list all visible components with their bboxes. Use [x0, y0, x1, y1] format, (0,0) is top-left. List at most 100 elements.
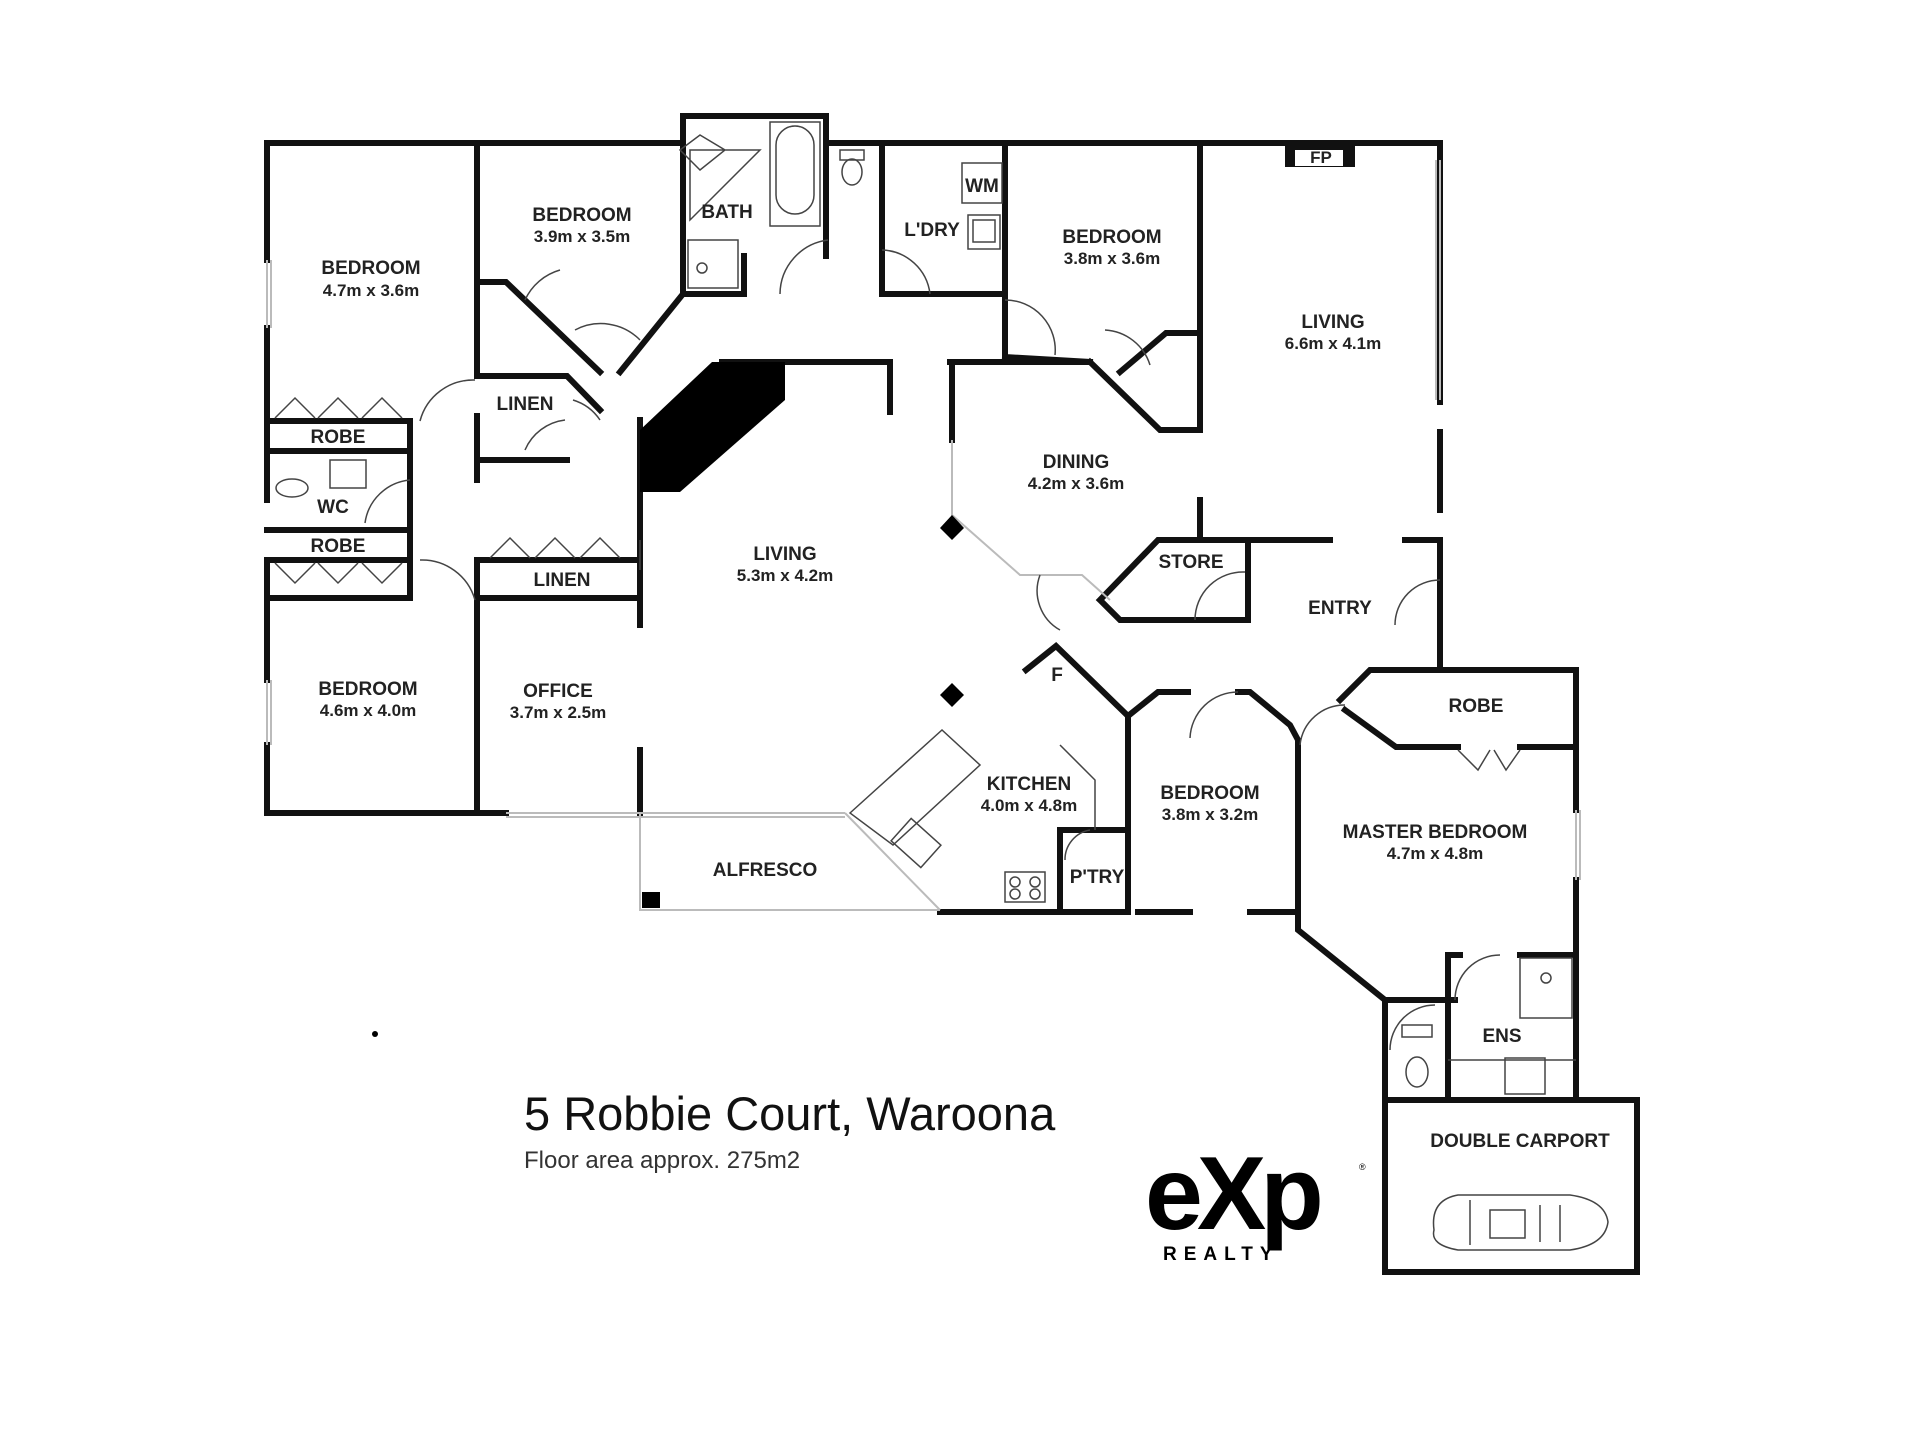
bathtub-frame: [769, 121, 821, 227]
room-label-wc: WC: [317, 497, 349, 518]
washing-machine: [961, 162, 1003, 204]
room-dims-bedroom-sw: 4.6m x 4.0m: [320, 701, 416, 720]
room-label-ensuite: ENS: [1482, 1026, 1521, 1047]
room-label-entry: ENTRY: [1308, 598, 1372, 619]
burner-2: [1029, 876, 1041, 888]
alfresco-post: [642, 892, 660, 908]
door-ensuite-wc: [1389, 1004, 1436, 1051]
toilet-bowl-laundry: [841, 158, 863, 186]
room-label-bedroom-sw: BEDROOM: [318, 679, 417, 700]
room-dims-kitchen: 4.0m x 4.8m: [981, 796, 1077, 815]
basin-bath: [696, 262, 708, 274]
door-bed-n: [524, 269, 561, 301]
room-dims-living-c: 5.3m x 4.2m: [737, 566, 833, 585]
wall-pantry: [1057, 827, 1131, 915]
window-dining-west: [951, 440, 1111, 601]
room-label-office: OFFICE: [523, 681, 593, 702]
toilet-laundry: [839, 149, 865, 161]
door-bed-s: [1189, 691, 1239, 739]
door-bed-nw: [419, 379, 476, 422]
kitchen-bench-east: [1059, 744, 1096, 830]
wall-bath-box: [680, 113, 829, 297]
door-pantry: [1064, 829, 1091, 861]
door-master: [1299, 704, 1346, 746]
burner-3: [1009, 888, 1021, 900]
fp-box-inner: [1295, 150, 1343, 166]
fixtures: [275, 121, 1609, 1251]
alfresco-outline: [639, 812, 941, 911]
window-west-1: [266, 260, 272, 328]
laundry-trough: [967, 214, 1001, 250]
window-west-2: [266, 680, 272, 745]
door-bed-ne-2: [1104, 329, 1151, 366]
doors: [274, 239, 1521, 1051]
door-ensuite: [1454, 954, 1501, 1001]
room-label-bath: BATH: [701, 202, 752, 223]
room-dims-bedroom-nw: 4.7m x 3.6m: [323, 281, 419, 300]
robe-1-doors: [274, 396, 403, 419]
label-fp: FP: [1310, 148, 1332, 167]
wall-bed-ne: [1001, 140, 1203, 433]
wall-master-south: [1295, 909, 1458, 1003]
laundry-trough-inner: [972, 219, 996, 243]
window-alfresco: [640, 812, 845, 818]
door-laundry: [881, 249, 931, 295]
cooktop: [1004, 871, 1046, 903]
room-label-bedroom-n: BEDROOM: [532, 205, 631, 226]
wall-ensuite: [1382, 952, 1579, 1103]
room-dims-bedroom-s: 3.8m x 3.2m: [1162, 805, 1258, 824]
wall-laundry: [879, 140, 1008, 297]
linen-s-doors: [489, 536, 621, 559]
door-store: [1194, 571, 1246, 621]
room-label-dining: DINING: [1043, 452, 1110, 473]
bathtub: [775, 125, 815, 215]
floor-area: Floor area approx. 275m2: [524, 1147, 801, 1174]
room-label-robe-master: ROBE: [1449, 696, 1504, 717]
door-linen-n: [572, 399, 601, 421]
wall-corridor-south: [407, 557, 643, 601]
room-label-bedroom-ne: BEDROOM: [1062, 227, 1161, 248]
room-label-linen-s: LINEN: [534, 570, 591, 591]
exp-realty-logo: eXp REALTY ®: [1145, 1142, 1375, 1268]
room-dims-living-e: 6.6m x 4.1m: [1285, 334, 1381, 353]
wall-store: [1095, 537, 1251, 623]
wall-bed-n-south: [474, 279, 688, 377]
wc-basin: [329, 459, 367, 489]
room-label-bedroom-nw: BEDROOM: [321, 258, 420, 279]
room-label-master: MASTER BEDROOM: [1343, 822, 1528, 843]
room-dims-bedroom-n: 3.9m x 3.5m: [534, 227, 630, 246]
door-bed-sw: [419, 559, 476, 601]
room-dims-office: 3.7m x 2.5m: [510, 703, 606, 722]
room-label-carport: DOUBLE CARPORT: [1430, 1131, 1610, 1152]
walls: [264, 113, 1640, 1275]
door-linen-n2: [524, 419, 566, 451]
car-icon: [1432, 1194, 1609, 1251]
fireplace-chimney: [640, 362, 785, 492]
door-wc: [364, 479, 411, 524]
burner-4: [1029, 888, 1041, 900]
door-bed-n-2: [574, 322, 641, 341]
window-master-east: [1575, 810, 1581, 880]
room-dims-dining: 4.2m x 3.6m: [1028, 474, 1124, 493]
room-label-living-c: LIVING: [753, 544, 816, 565]
kitchen-sink: [890, 817, 942, 869]
ensuite-wc-cistern: [1401, 1024, 1433, 1038]
robe-master-doors: [1457, 749, 1521, 772]
kitchen-bench: [848, 728, 982, 846]
shower-bath: [678, 134, 762, 222]
ensuite-shower-drain: [1540, 972, 1552, 984]
window-east-living: [1435, 160, 1441, 400]
room-label-living-e: LIVING: [1301, 312, 1364, 333]
label-wm: WM: [965, 176, 999, 197]
door-bed-ne: [1004, 299, 1056, 356]
wall-south-west: [264, 777, 643, 816]
wall-bed-sw-north: [264, 557, 413, 601]
column-dining: [940, 515, 964, 540]
stray-dot: [372, 1031, 378, 1037]
logo-main-text: eXp: [1145, 1136, 1324, 1252]
logo-trademark: ®: [1359, 1162, 1366, 1172]
room-label-robe-1: ROBE: [311, 427, 366, 448]
room-labels: BEDROOM 4.7m x 3.6m BEDROOM 3.9m x 3.5m …: [311, 148, 1611, 1152]
wall-bed-s: [1123, 689, 1301, 915]
